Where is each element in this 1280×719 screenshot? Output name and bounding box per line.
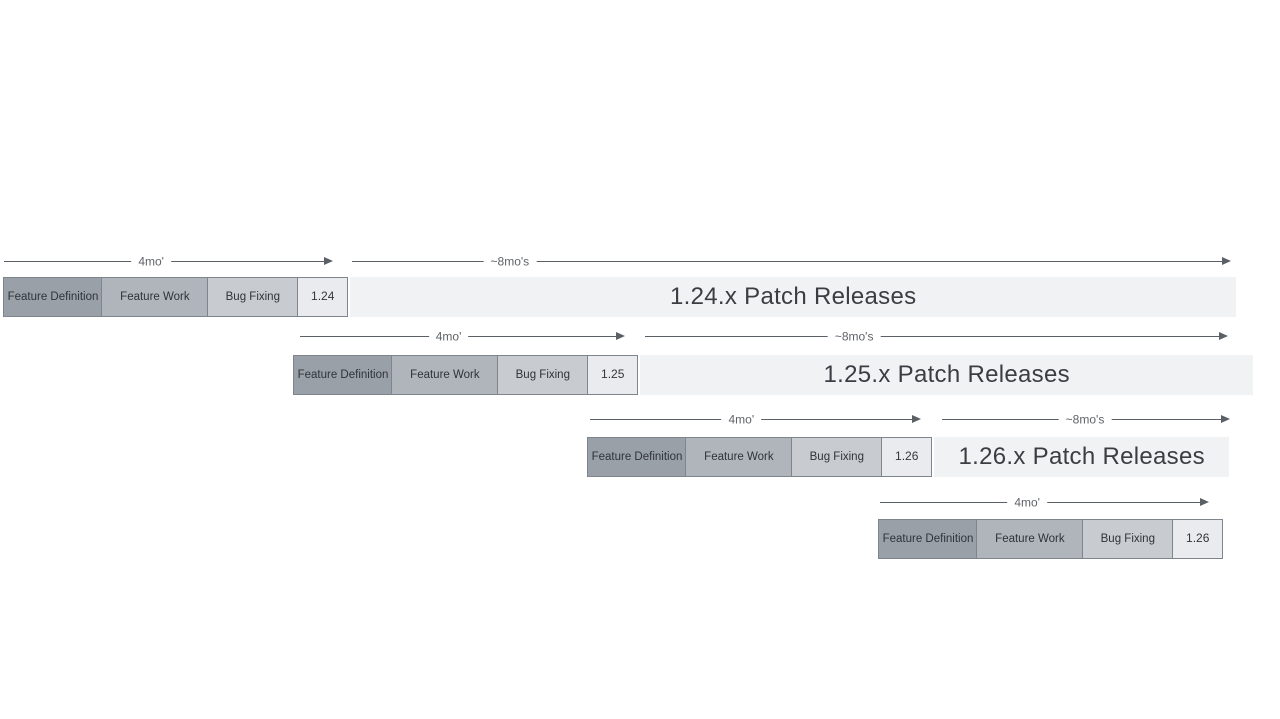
patch-releases-label: 1.24.x Patch Releases [669, 283, 917, 310]
phase-feature-work: Feature Work [976, 519, 1084, 559]
phase-bug-fixing: Bug Fixing [496, 355, 589, 395]
duration-label-4mo: 4mo' [1007, 495, 1047, 510]
release-row-1-24: Feature Definition Feature Work Bug Fixi… [3, 277, 1237, 317]
phase-feature-definition: Feature Definition [878, 519, 978, 559]
release-row-next: Feature Definition Feature Work Bug Fixi… [878, 519, 1224, 559]
patch-releases-bar: 1.26.x Patch Releases [934, 437, 1230, 477]
phase-bug-fixing: Bug Fixing [790, 437, 883, 477]
phase-bug-fixing: Bug Fixing [206, 277, 299, 317]
feature-phase-duration-arrow: 4mo' [4, 254, 333, 269]
duration-label-4mo: 4mo' [428, 329, 469, 344]
duration-label-4mo: 4mo' [131, 254, 171, 269]
duration-label-8mo: ~8mo's [827, 329, 881, 344]
phase-feature-definition: Feature Definition [587, 437, 687, 477]
version-box: 1.26 [881, 437, 933, 477]
phase-feature-work: Feature Work [101, 277, 209, 317]
phase-feature-work: Feature Work [685, 437, 793, 477]
patch-phase-duration-arrow: ~8mo's [352, 254, 1231, 269]
phase-feature-definition: Feature Definition [293, 355, 393, 395]
duration-label-8mo: ~8mo's [483, 254, 537, 269]
duration-label-4mo: 4mo' [721, 412, 762, 427]
patch-releases-bar: 1.24.x Patch Releases [350, 277, 1237, 317]
release-row-1-25: Feature Definition Feature Work Bug Fixi… [293, 355, 1254, 395]
feature-phase-duration-arrow: 4mo' [300, 329, 625, 344]
feature-phase-duration-arrow: 4mo' [880, 495, 1209, 510]
patch-releases-label: 1.26.x Patch Releases [958, 443, 1205, 470]
duration-label-8mo: ~8mo's [1058, 412, 1112, 427]
version-box: 1.25 [587, 355, 639, 395]
version-box: 1.26 [1172, 519, 1224, 559]
feature-phase-duration-arrow: 4mo' [590, 412, 921, 427]
patch-releases-label: 1.25.x Patch Releases [823, 361, 1070, 388]
phase-feature-work: Feature Work [391, 355, 499, 395]
version-box: 1.24 [297, 277, 349, 317]
patch-phase-duration-arrow: ~8mo's [645, 329, 1228, 344]
patch-releases-bar: 1.25.x Patch Releases [640, 355, 1254, 395]
phase-bug-fixing: Bug Fixing [1081, 519, 1174, 559]
phase-feature-definition: Feature Definition [3, 277, 103, 317]
release-row-1-26: Feature Definition Feature Work Bug Fixi… [587, 437, 1230, 477]
patch-phase-duration-arrow: ~8mo's [942, 412, 1230, 427]
